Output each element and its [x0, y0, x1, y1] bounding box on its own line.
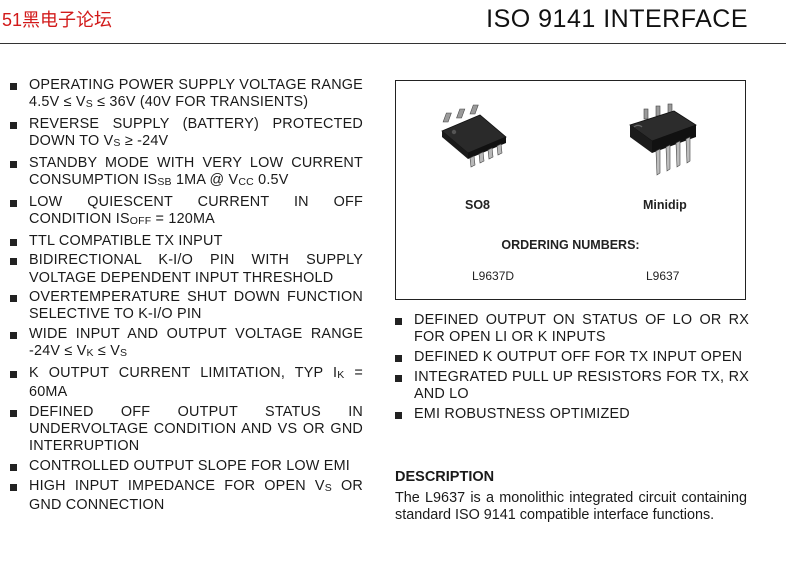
feature-text: REVERSE SUPPLY (BATTERY) PROTECTED DOWN …: [29, 115, 363, 150]
feature-item: CONTROLLED OUTPUT SLOPE FOR LOW EMI: [8, 458, 363, 475]
bullet-icon: [10, 371, 17, 379]
description-body: The L9637 is a monolithic integrated cir…: [395, 490, 747, 523]
feature-list-right: DEFINED OUTPUT ON STATUS OF LO OR RX FOR…: [393, 312, 749, 423]
bullet-icon: [10, 121, 17, 129]
bullet-icon: [10, 483, 17, 491]
feature-text: WIDE INPUT AND OUTPUT VOLTAGE RANGE -24V…: [29, 326, 363, 360]
feature-item: DEFINED K OUTPUT OFF FOR TX INPUT OPEN: [393, 349, 749, 366]
bullet-icon: [10, 295, 17, 303]
feature-text: DEFINED K OUTPUT OFF FOR TX INPUT OPEN: [414, 348, 743, 365]
bullet-icon: [395, 318, 402, 325]
subscript-text: S: [85, 98, 93, 111]
feature-text: INTEGRATED PULL UP RESISTORS FOR TX, RX …: [414, 368, 749, 402]
so8-part-number: L9637D: [472, 269, 515, 283]
feature-text: CONTROLLED OUTPUT SLOPE FOR LOW EMI: [29, 458, 350, 475]
bullet-icon: [10, 464, 17, 472]
feature-text: OVERTEMPERATURE SHUT DOWN FUNCTION SELEC…: [29, 289, 363, 323]
watermark: 51黑电子论坛: [2, 10, 113, 30]
bullet-icon: [395, 374, 402, 382]
subscript-text: K: [86, 347, 94, 360]
feature-text: DEFINED OFF OUTPUT STATUS IN UNDERVOLTAG…: [29, 403, 363, 455]
minidip-package-image: [629, 103, 697, 176]
bullet-icon: [10, 258, 17, 266]
subscript-text: S: [120, 347, 128, 360]
feature-item: DEFINED OFF OUTPUT STATUS IN UNDERVOLTAG…: [8, 404, 363, 456]
package-box: SO8 Minidip ORDERING NUMBERS: L9637D L96…: [395, 80, 746, 300]
feature-item: HIGH INPUT IMPEDANCE FOR OPEN VS OR GND …: [8, 478, 363, 514]
feature-item: INTEGRATED PULL UP RESISTORS FOR TX, RX …: [393, 369, 749, 403]
subscript-text: S: [113, 137, 121, 150]
minidip-label: Minidip: [643, 198, 687, 212]
feature-text: 1μA @ V: [171, 172, 239, 189]
feature-text: DEFINED OUTPUT ON STATUS OF LO OR RX FOR…: [414, 312, 749, 346]
feature-text: = 120μA: [151, 210, 215, 227]
feature-text: HIGH INPUT IMPEDANCE FOR OPEN V: [29, 477, 325, 494]
so8-label: SO8: [465, 198, 491, 212]
feature-text: ≥ -24V: [120, 133, 169, 150]
feature-item: REVERSE SUPPLY (BATTERY) PROTECTED DOWN …: [8, 116, 363, 152]
subscript-text: SB: [157, 176, 172, 189]
subscript-text: S: [324, 481, 332, 494]
subscript-text: OFF: [129, 214, 152, 227]
feature-item: WIDE INPUT AND OUTPUT VOLTAGE RANGE -24V…: [8, 326, 363, 362]
feature-text: ≤ V: [93, 343, 121, 360]
header-rule: [0, 43, 786, 44]
bullet-icon: [10, 332, 17, 340]
bullet-icon: [10, 160, 17, 168]
feature-text: EMI ROBUSTNESS OPTIMIZED: [414, 405, 630, 422]
feature-text: BIDIRECTIONAL K-I/O PIN WITH SUPPLY VOLT…: [29, 252, 363, 286]
bullet-icon: [10, 238, 17, 246]
minidip-part-number: L9637: [646, 269, 680, 283]
description-heading: DESCRIPTION: [395, 469, 495, 485]
feature-item: STANDBY MODE WITH VERY LOW CURRENT CONSU…: [8, 155, 363, 191]
feature-item: OPERATING POWER SUPPLY VOLTAGE RANGE 4.5…: [8, 77, 363, 113]
subscript-text: CC: [238, 176, 254, 189]
feature-item: LOW QUIESCENT CURRENT IN OFF CONDITION I…: [8, 194, 363, 230]
bullet-icon: [10, 199, 17, 207]
feature-text: 0.5V: [253, 172, 289, 189]
so8-package-image: [441, 104, 507, 168]
feature-item: TTL COMPATIBLE TX INPUT: [8, 233, 363, 250]
feature-list-left: OPERATING POWER SUPPLY VOLTAGE RANGE 4.5…: [8, 77, 363, 514]
bullet-icon: [10, 409, 17, 417]
subscript-text: K: [337, 369, 345, 382]
ordering-numbers-heading: ORDERING NUMBERS:: [501, 238, 640, 252]
feature-text: LOW QUIESCENT CURRENT IN OFF CONDITION I…: [29, 193, 363, 227]
feature-text: ≤ 36V (40V FOR TRANSIENTS): [92, 94, 309, 111]
feature-text: OR GND CONNECTION: [29, 477, 363, 513]
feature-item: EMI ROBUSTNESS OPTIMIZED: [393, 406, 749, 423]
features-left-column: OPERATING POWER SUPPLY VOLTAGE RANGE 4.5…: [8, 77, 363, 517]
feature-text: OPERATING POWER SUPPLY VOLTAGE RANGE 4.5…: [29, 77, 363, 111]
feature-item: DEFINED OUTPUT ON STATUS OF LO OR RX FOR…: [393, 312, 749, 346]
feature-text: TTL COMPATIBLE TX INPUT: [29, 232, 223, 249]
bullet-icon: [395, 411, 402, 419]
feature-item: K OUTPUT CURRENT LIMITATION, TYP IK = 60…: [8, 365, 363, 401]
document-title: ISO 9141 INTERFACE: [486, 5, 748, 33]
feature-text: STANDBY MODE WITH VERY LOW CURRENT CONSU…: [29, 154, 363, 189]
bullet-icon: [10, 83, 17, 90]
feature-text: K OUTPUT CURRENT LIMITATION, TYP I: [29, 365, 338, 382]
feature-text: = 60mA: [29, 365, 363, 401]
feature-item: OVERTEMPERATURE SHUT DOWN FUNCTION SELEC…: [8, 289, 363, 323]
feature-item: BIDIRECTIONAL K-I/O PIN WITH SUPPLY VOLT…: [8, 252, 363, 286]
bullet-icon: [395, 354, 402, 362]
features-right-column: DEFINED OUTPUT ON STATUS OF LO OR RX FOR…: [393, 312, 749, 425]
